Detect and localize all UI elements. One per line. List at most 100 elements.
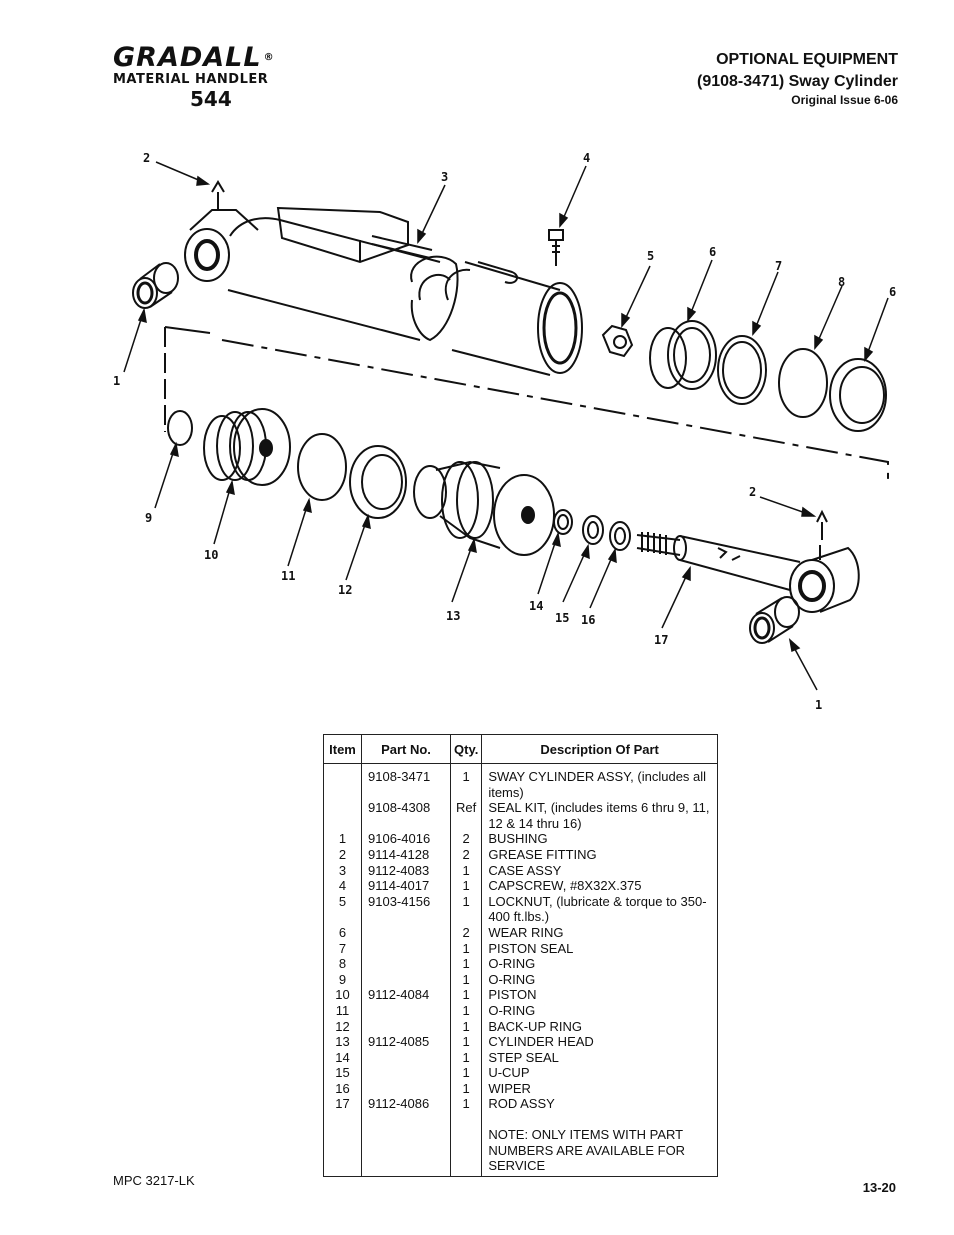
callout-7: 7 [775, 259, 782, 273]
cell-qty: 1 [449, 893, 483, 925]
cell-desc: LOCKNUT, (lubricate & torque to 350-400 … [481, 893, 718, 925]
cell-qty: 1 [449, 987, 483, 1003]
cell-part: 9112-4083 [361, 862, 451, 879]
issue-label: Original Issue 6-06 [791, 93, 898, 107]
wiper [609, 521, 631, 551]
section-title: OPTIONAL EQUIPMENT [716, 51, 898, 68]
cell-qty: 2 [449, 846, 483, 863]
cell-item: 4 [323, 878, 362, 894]
rod-assy [636, 532, 801, 591]
col-description: Description Of Part [481, 734, 718, 764]
page-number: 13-20 [862, 1180, 896, 1195]
locknut [601, 324, 634, 358]
cell-item: 16 [323, 1080, 362, 1097]
cell-item: 9 [323, 971, 362, 988]
cell-desc: CAPSCREW, #8X32X.375 [481, 878, 718, 894]
capscrew [548, 229, 564, 266]
cell-desc: PISTON [481, 987, 718, 1003]
callout-4: 4 [583, 151, 590, 165]
o-ring-11 [297, 433, 347, 501]
cell-item: 13 [323, 1034, 362, 1050]
callout-17: 17 [654, 633, 668, 647]
cell-desc: SWAY CYLINDER ASSY, (includes all items) [481, 763, 718, 801]
bushing-upper [132, 262, 179, 309]
callout-13: 13 [446, 609, 460, 623]
cell-item: 5 [323, 893, 362, 925]
service-note: NOTE: ONLY ITEMS WITH PART NUMBERS ARE A… [481, 1112, 718, 1177]
cell-qty: 1 [449, 1034, 483, 1050]
cell-part: 9114-4017 [361, 878, 451, 894]
callout-6: 6 [709, 245, 716, 259]
cell-desc: STEP SEAL [481, 1049, 718, 1066]
callout-1b: 1 [815, 698, 822, 712]
callout-3: 3 [441, 170, 448, 184]
cell-part: 9108-4308 [361, 800, 451, 832]
cell-qty: 1 [449, 1065, 483, 1081]
cell-part [361, 1002, 451, 1019]
cell-desc: CYLINDER HEAD [481, 1034, 718, 1050]
o-ring-9 [167, 410, 193, 446]
callout-5: 5 [647, 249, 654, 263]
callout-10: 10 [204, 548, 218, 562]
step-seal [553, 509, 573, 535]
cell-qty: 1 [449, 1049, 483, 1066]
col-part-no: Part No. [361, 734, 451, 764]
backup-ring [349, 445, 407, 519]
callout-14: 14 [529, 599, 543, 613]
cell-item: 3 [323, 862, 362, 879]
cell-desc: GREASE FITTING [481, 846, 718, 863]
cell-item: 10 [323, 987, 362, 1003]
cell-item [323, 800, 362, 832]
rod-eye [789, 545, 860, 613]
cell-desc: PISTON SEAL [481, 940, 718, 957]
callout-12: 12 [338, 583, 352, 597]
cell-item [323, 763, 362, 801]
cell-qty: Ref [449, 800, 483, 832]
cell-qty: 1 [449, 862, 483, 879]
cell-desc: O-RING [481, 971, 718, 988]
cell-part: 9112-4086 [361, 1096, 451, 1113]
callout-6b: 6 [889, 285, 896, 299]
wear-ring [649, 320, 717, 390]
cell-desc: BUSHING [481, 831, 718, 847]
gradall-logo: GRADALL® MATERIAL HANDLER 544 [113, 42, 275, 111]
registered-mark: ® [263, 52, 275, 63]
cell-item: 8 [323, 956, 362, 972]
cell-part [361, 1018, 451, 1035]
cell-qty: 1 [449, 1080, 483, 1097]
cell-desc: U-CUP [481, 1065, 718, 1081]
cell-part [361, 956, 451, 972]
page-header: OPTIONAL EQUIPMENT (9108-3471) Sway Cyli… [697, 50, 898, 108]
logo-subtitle: MATERIAL HANDLER [113, 72, 269, 87]
cell-desc: O-RING [481, 956, 718, 972]
cell-desc: BACK-UP RING [481, 1018, 718, 1035]
cell-item: 1 [323, 831, 362, 847]
cell-qty: 1 [449, 971, 483, 988]
cell-qty: 1 [449, 763, 483, 801]
cell-part [361, 1065, 451, 1081]
brand-name: GRADALL® [113, 42, 275, 73]
wear-ring-2 [829, 358, 887, 432]
cell-part [361, 924, 451, 941]
cell-part: 9106-4016 [361, 831, 451, 847]
cell-item: 17 [323, 1096, 362, 1113]
cell-part: 9112-4084 [361, 987, 451, 1003]
cell-item: 7 [323, 940, 362, 957]
col-qty: Qty. [449, 734, 483, 764]
callout-2b: 2 [749, 485, 756, 499]
cell-qty: 1 [449, 956, 483, 972]
doc-number: MPC 3217-LK [113, 1173, 195, 1188]
cell-qty: 2 [449, 924, 483, 941]
cell-qty: 1 [449, 1096, 483, 1113]
